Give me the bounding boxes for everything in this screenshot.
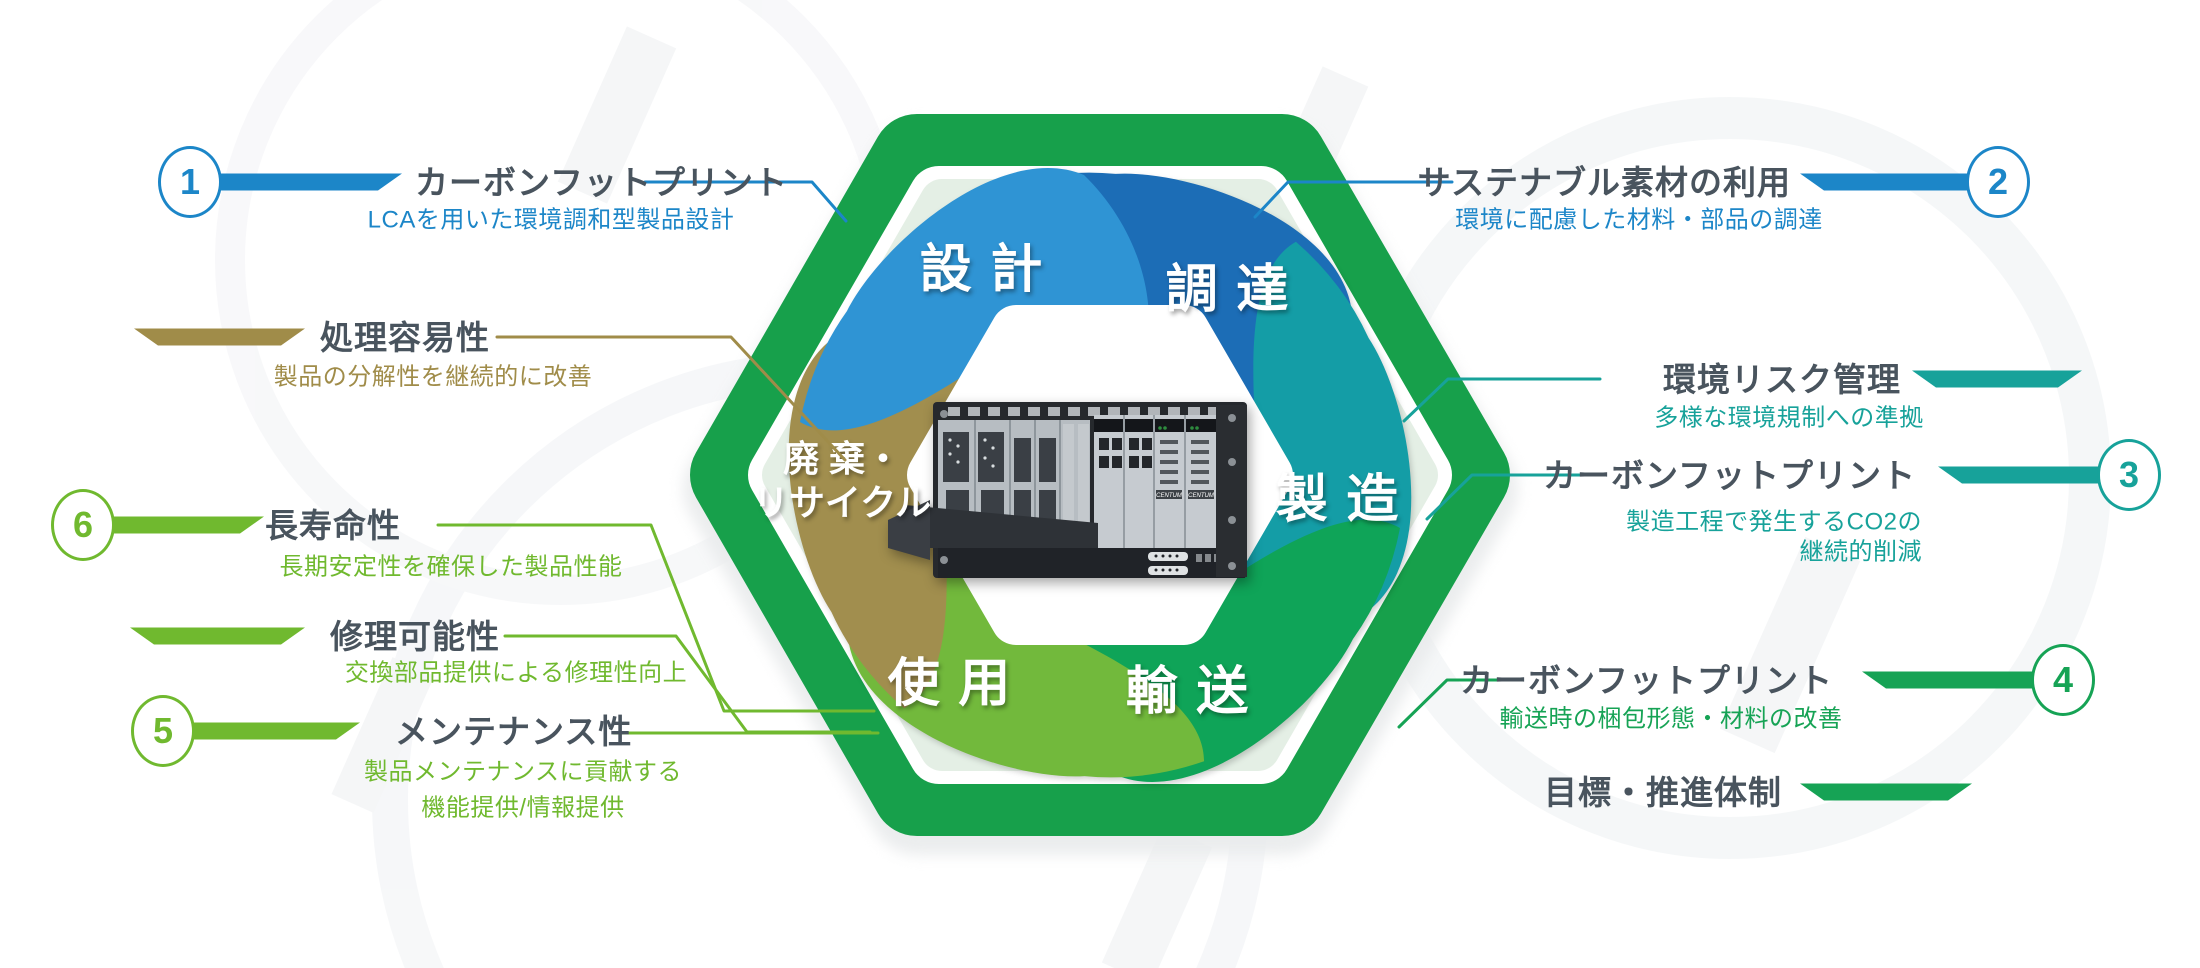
product-brand-label-2: CENTUM bbox=[1188, 493, 1214, 499]
callout-subtitle-ease-of-treatment: 製品の分解性を継続的に改善 bbox=[273, 363, 593, 391]
callout-bar-1 bbox=[221, 174, 402, 191]
callout-title-carbon-footprint-transport: カーボンフットプリント bbox=[1459, 662, 1833, 700]
callout-title-goals-promotion: 目標・推進体制 bbox=[1544, 774, 1782, 812]
stage-label-use: 使 用 bbox=[887, 655, 1012, 713]
callout-number-5: 5 bbox=[131, 695, 195, 767]
callout-subtitle-maintainability-line1: 製品メンテナンスに貢献する bbox=[363, 758, 683, 786]
callout-subtitle-carbon-footprint-design: LCAを用いた環境調和型製品設計 bbox=[367, 206, 735, 234]
callout-bar-2 bbox=[1800, 173, 1967, 191]
connector-carbon-footprint-transport bbox=[1397, 678, 1519, 729]
callout-title-maintainability: メンテナンス性 bbox=[395, 713, 633, 751]
callout-subtitle-carbon-footprint-transport: 輸送時の梱包形態・材料の改善 bbox=[1499, 705, 1843, 733]
callout-bar-4 bbox=[1862, 671, 2032, 689]
callout-bar-env-risk bbox=[1912, 371, 2082, 388]
stage-label-design: 設 計 bbox=[920, 241, 1044, 299]
stage-label-procurement: 調 達 bbox=[1166, 261, 1290, 319]
callout-subtitle-carbon-footprint-mfg-line2: 継続的削減 bbox=[1799, 538, 1922, 566]
stage-label-transport: 輸 送 bbox=[1126, 663, 1250, 721]
callout-bar-3 bbox=[1938, 466, 2098, 484]
callout-subtitle-sustainable-materials: 環境に配慮した材料・部品の調達 bbox=[1455, 206, 1823, 234]
callout-title-longevity: 長寿命性 bbox=[265, 507, 401, 545]
callout-subtitle-maintainability-line2: 機能提供/情報提供 bbox=[421, 794, 625, 822]
callout-title-sustainable-materials: サステナブル素材の利用 bbox=[1417, 164, 1791, 202]
connector-env-risk bbox=[1402, 377, 1602, 423]
callout-number-4: 4 bbox=[2031, 644, 2095, 716]
callout-subtitle-env-risk: 多様な環境規制への準拠 bbox=[1654, 404, 1924, 432]
callout-bar-ease-of-treatment bbox=[134, 329, 305, 346]
product-brand-label: CENTUM bbox=[1156, 493, 1182, 499]
callout-subtitle-longevity: 長期安定性を確保した製品性能 bbox=[279, 553, 623, 581]
connector-carbon-footprint-mfg bbox=[1425, 473, 1602, 521]
callout-number-2: 2 bbox=[1966, 146, 2030, 218]
callout-bar-5 bbox=[192, 723, 360, 740]
connector-sustainable-materials bbox=[1253, 180, 1454, 219]
callout-number-6: 6 bbox=[51, 489, 115, 561]
connector-longevity bbox=[436, 523, 876, 713]
callout-title-carbon-footprint-mfg: カーボンフットプリント bbox=[1542, 457, 1916, 495]
callout-subtitle-carbon-footprint-mfg-line1: 製造工程で発生するCO2の bbox=[1626, 508, 1922, 536]
callout-title-carbon-footprint-design: カーボンフットプリント bbox=[415, 164, 789, 202]
callout-subtitle-repairability: 交換部品提供による修理性向上 bbox=[344, 659, 688, 687]
stage-label-disposal-line2: リサイクル bbox=[753, 482, 931, 523]
connector-ease-of-treatment bbox=[495, 335, 847, 462]
callout-number-3: 3 bbox=[2097, 439, 2161, 511]
callout-title-repairability: 修理可能性 bbox=[330, 618, 500, 656]
stage-label-manufacturing: 製 造 bbox=[1276, 471, 1400, 529]
connector-carbon-footprint-design bbox=[643, 180, 848, 223]
callout-number-1: 1 bbox=[158, 146, 222, 218]
callout-title-env-risk: 環境リスク管理 bbox=[1663, 361, 1901, 399]
callout-bar-6 bbox=[112, 517, 264, 534]
product-photo: CENTUM CENTUM bbox=[888, 402, 1247, 578]
callout-title-ease-of-treatment: 処理容易性 bbox=[320, 319, 490, 357]
callout-bar-repairability bbox=[130, 628, 305, 645]
callout-bar-goals-promotion bbox=[1800, 784, 1972, 801]
